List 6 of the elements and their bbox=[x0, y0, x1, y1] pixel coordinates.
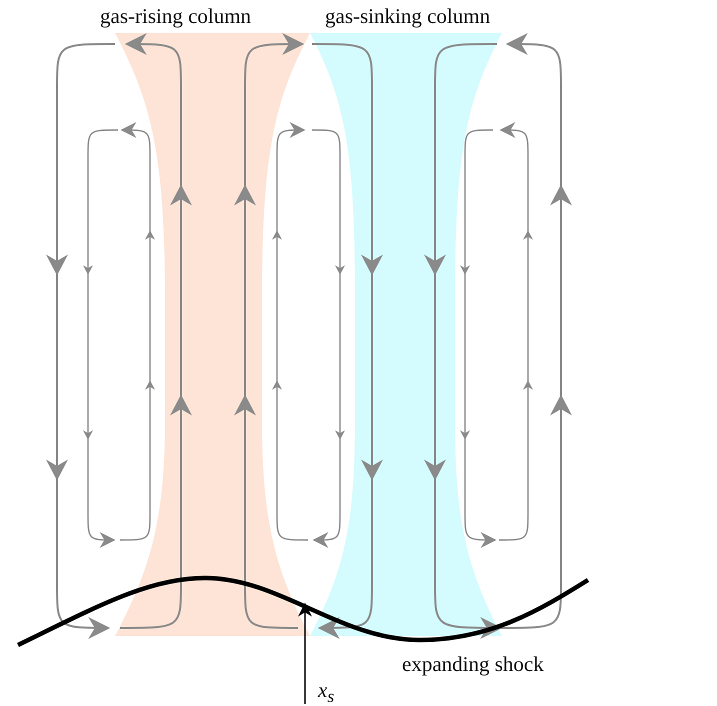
column-label: gas-sinking column bbox=[325, 4, 490, 29]
position-label: x$_{s}$ bbox=[318, 678, 334, 706]
column-label: gas-rising column bbox=[100, 4, 252, 29]
shock-label: expanding shock bbox=[402, 652, 544, 677]
leader-arrow bbox=[298, 602, 312, 704]
shock-front-curve bbox=[17, 576, 590, 648]
